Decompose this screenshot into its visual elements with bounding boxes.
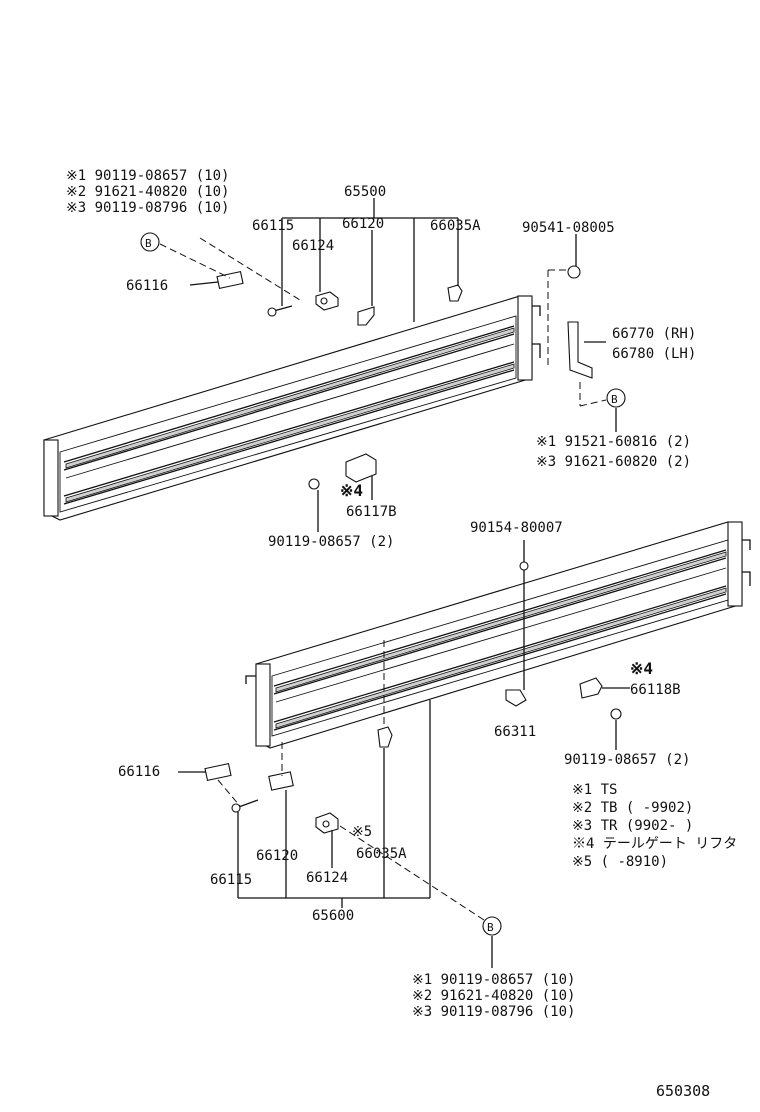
legend-1: ※1 TS (572, 782, 617, 798)
legend-3: ※3 TR (9902- ) (572, 818, 693, 834)
label-66780: 66780 (LH) (612, 346, 696, 362)
bottom-note-3: ※3 90119-08796 (10) (412, 1004, 575, 1020)
mid-note-3: ※3 91621-60820 (2) (536, 454, 691, 470)
svg-text:B: B (487, 921, 494, 934)
ref-b-top: B (140, 232, 160, 252)
top-note-2: ※2 91621-40820 (10) (66, 184, 229, 200)
label-66115-top: 66115 (252, 218, 294, 234)
upper-tailgate-panel (43, 295, 541, 521)
label-66117B: 66117B (346, 504, 397, 520)
legend-2: ※2 TB ( -9902) (572, 800, 693, 816)
diagram-id: 650308 (656, 1082, 710, 1100)
label-66120-bottom: 66120 (256, 848, 298, 864)
label-66116-bottom: 66116 (118, 764, 160, 780)
lower-leader-lines (178, 540, 630, 968)
label-mark4-top: ※4 (340, 481, 363, 500)
bottom-note-2: ※2 91621-40820 (10) (412, 988, 575, 1004)
ref-b-bottom: B (482, 916, 502, 936)
label-65500: 65500 (344, 184, 386, 200)
top-note-3: ※3 90119-08796 (10) (66, 200, 229, 216)
label-90154: 90154-80007 (470, 520, 563, 536)
lower-tailgate-panel (245, 521, 751, 749)
label-66124-bottom: 66124 (306, 870, 348, 886)
label-66115-bottom: 66115 (210, 872, 252, 888)
label-66035A-top: 66035A (430, 218, 481, 234)
label-66311: 66311 (494, 724, 536, 740)
label-66118B: 66118B (630, 682, 681, 698)
label-90119-right: 90119-08657 (2) (564, 752, 690, 768)
top-note-1: ※1 90119-08657 (10) (66, 168, 229, 184)
ref-b-mid: B (606, 388, 626, 408)
label-66124-top: 66124 (292, 238, 334, 254)
label-66770: 66770 (RH) (612, 326, 696, 342)
label-mark4-right: ※4 (630, 659, 653, 678)
label-90119-mid: 90119-08657 (2) (268, 534, 394, 550)
mid-note-1: ※1 91521-60816 (2) (536, 434, 691, 450)
svg-text:B: B (611, 393, 618, 406)
lower-small-parts (204, 561, 622, 834)
label-66120-top: 66120 (342, 216, 384, 232)
label-66116-top: 66116 (126, 278, 168, 294)
legend-4: ※4 テールゲート リフタ (572, 836, 737, 852)
label-65600: 65600 (312, 908, 354, 924)
svg-text:B: B (145, 237, 152, 250)
legend-5: ※5 ( -8910) (572, 854, 668, 870)
upper-small-parts (216, 265, 593, 490)
label-mark5: ※5 (352, 824, 372, 840)
label-66035A-bottom: 66035A (356, 846, 407, 862)
bottom-note-1: ※1 90119-08657 (10) (412, 972, 575, 988)
label-90541: 90541-08005 (522, 220, 615, 236)
upper-leader-lines (159, 198, 617, 532)
